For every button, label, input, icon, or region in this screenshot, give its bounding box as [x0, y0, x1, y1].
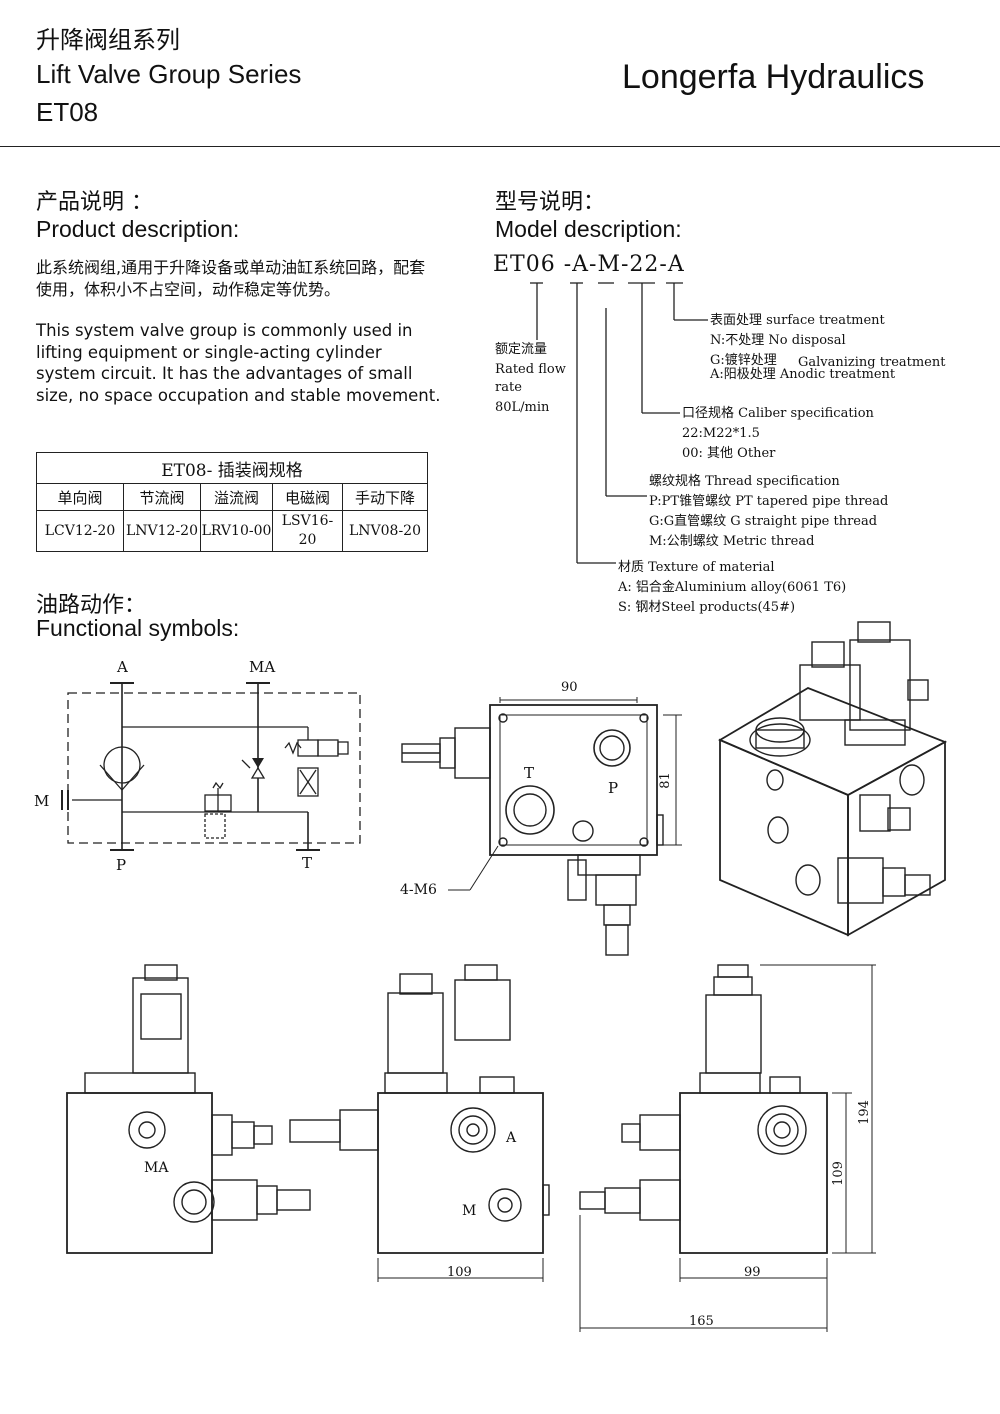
port-label-a: A — [117, 658, 128, 676]
product-heading-cn: 产品说明 ： — [36, 190, 153, 215]
title-english: Lift Valve Group Series — [36, 59, 302, 89]
functional-heading-en: Functional symbols: — [36, 615, 240, 641]
side-view-middle-drawing — [289, 964, 550, 1282]
dim-side3-total-height: 194 — [856, 1100, 872, 1125]
dim-top-width: 90 — [561, 680, 578, 695]
model-code: ET06 -A-M-22-A — [493, 252, 685, 277]
bolt-spec: 4-M6 — [400, 882, 437, 898]
spec-value: LSV16-20 — [272, 510, 343, 552]
model-heading-en: Model description: — [495, 216, 682, 242]
cartridge-spec-table: ET08- 插装阀规格 单向阀 节流阀 溢流阀 电磁阀 手动下降 LCV12-2… — [36, 452, 428, 552]
title-chinese: 升降阀组系列 — [36, 26, 180, 54]
top-label-p: P — [608, 779, 619, 797]
side-view-left-drawing — [66, 964, 311, 1254]
spec-header: 手动下降 — [342, 483, 428, 511]
spec-header: 电磁阀 — [272, 483, 343, 511]
dim-side3-body-height: 109 — [830, 1161, 846, 1186]
model-number: ET08 — [36, 97, 99, 127]
side1-port-ma: MA — [144, 1160, 169, 1176]
product-text-cn: 此系统阀组,通用于升降设备或单动油缸系统回路，配套使用，体积小不占空间，动作稳定… — [36, 258, 426, 299]
spec-value: LCV12-20 — [36, 510, 124, 552]
spec-table-title: ET08- 插装阀规格 — [36, 452, 428, 484]
spec-header: 单向阀 — [36, 483, 124, 511]
spec-value: LNV08-20 — [342, 510, 428, 552]
header-divider — [0, 146, 1000, 147]
spec-value: LNV12-20 — [123, 510, 201, 552]
dim-overall-width: 165 — [689, 1314, 714, 1329]
surface-treatment-legend: 表面处理 surface treatment N:不处理 No disposal… — [710, 313, 946, 382]
top-label-t: T — [524, 764, 535, 782]
product-text-en: This system valve group is commonly used… — [36, 321, 441, 405]
dim-top-height: 81 — [657, 772, 673, 789]
side-view-right-drawing — [579, 964, 876, 1332]
side2-port-m: M — [462, 1203, 477, 1219]
port-label-m: M — [34, 792, 50, 810]
port-label-p: P — [116, 856, 127, 874]
top-view-drawing — [401, 697, 682, 956]
isometric-view-drawing — [718, 621, 948, 937]
side2-port-a: A — [506, 1130, 517, 1146]
functional-heading-cn: 油路动作： — [36, 593, 147, 618]
port-label-t: T — [302, 854, 313, 872]
port-label-ma: MA — [249, 658, 276, 676]
dim-side3-width: 99 — [744, 1265, 761, 1280]
product-heading-en: Product description: — [36, 216, 240, 242]
dim-side2-width: 109 — [447, 1265, 472, 1280]
brand-name: Longerfa Hydraulics — [622, 58, 925, 96]
model-heading-cn: 型号说明： — [495, 190, 606, 215]
model-leader-lines — [530, 282, 708, 564]
hydraulic-circuit — [61, 682, 361, 851]
